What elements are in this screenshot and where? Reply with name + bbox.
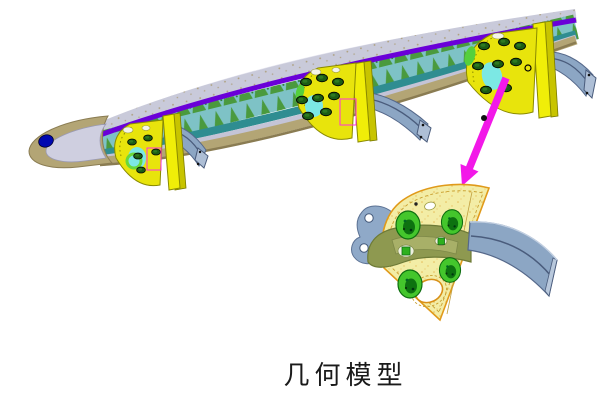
station-1-hole (141, 125, 151, 131)
station-3-ring-fastener (524, 64, 532, 72)
rib-track-fitting-detail (351, 183, 558, 322)
detail-track-web-line (470, 235, 552, 277)
nose-hole (38, 134, 54, 148)
station-3-fasteners (472, 37, 532, 95)
track-3-end-face (583, 69, 597, 100)
callout-arrow-head (460, 164, 479, 186)
rib-plate-3-rivet-line (472, 37, 493, 83)
nose-face (45, 123, 107, 163)
callout-arrow-shaft (465, 76, 510, 171)
detail-callout-arrow (460, 76, 510, 186)
track-1-bolt (196, 162, 200, 166)
detail-small-fastener (437, 237, 445, 245)
figure-caption: 几何模型 (283, 361, 408, 390)
detail-hole-ring (411, 274, 447, 308)
station-2-hole (331, 67, 341, 73)
station-3-cyan-patch (481, 62, 503, 90)
rib-station-2 (295, 60, 432, 143)
lug-hole (359, 243, 369, 253)
detail-bosses (395, 209, 464, 299)
detail-top-hole (424, 201, 436, 211)
callout-dot (481, 115, 487, 121)
rib-station-1 (114, 112, 209, 191)
slat-skin-texture (97, 8, 577, 137)
detail-slat-track (467, 221, 558, 298)
station-1-highlight-box (146, 147, 162, 171)
detail-track-end-face (544, 257, 558, 297)
detail-small-dot (414, 202, 418, 206)
track-3-bolt (587, 73, 591, 77)
station-2-highlight-box (339, 98, 357, 126)
station-1-hole (122, 126, 134, 134)
slat-nose (28, 115, 114, 169)
track-2-bolt (419, 135, 423, 139)
detail-small-fastener (401, 246, 411, 256)
station-3-hole (491, 32, 505, 40)
lug-hole (364, 213, 374, 223)
track-2-bolt (421, 123, 425, 127)
rib-plate-1-strip (162, 113, 181, 191)
track-3-bolt (585, 91, 589, 95)
track-1-bolt (198, 150, 202, 154)
station-3-lime-patch (464, 46, 476, 66)
rib-plate-3-strip (532, 21, 552, 119)
detail-track-top-highlight (469, 221, 558, 261)
track-1-end-face (194, 147, 209, 169)
station-2-hole (310, 68, 322, 76)
rib-station-3 (464, 20, 597, 119)
